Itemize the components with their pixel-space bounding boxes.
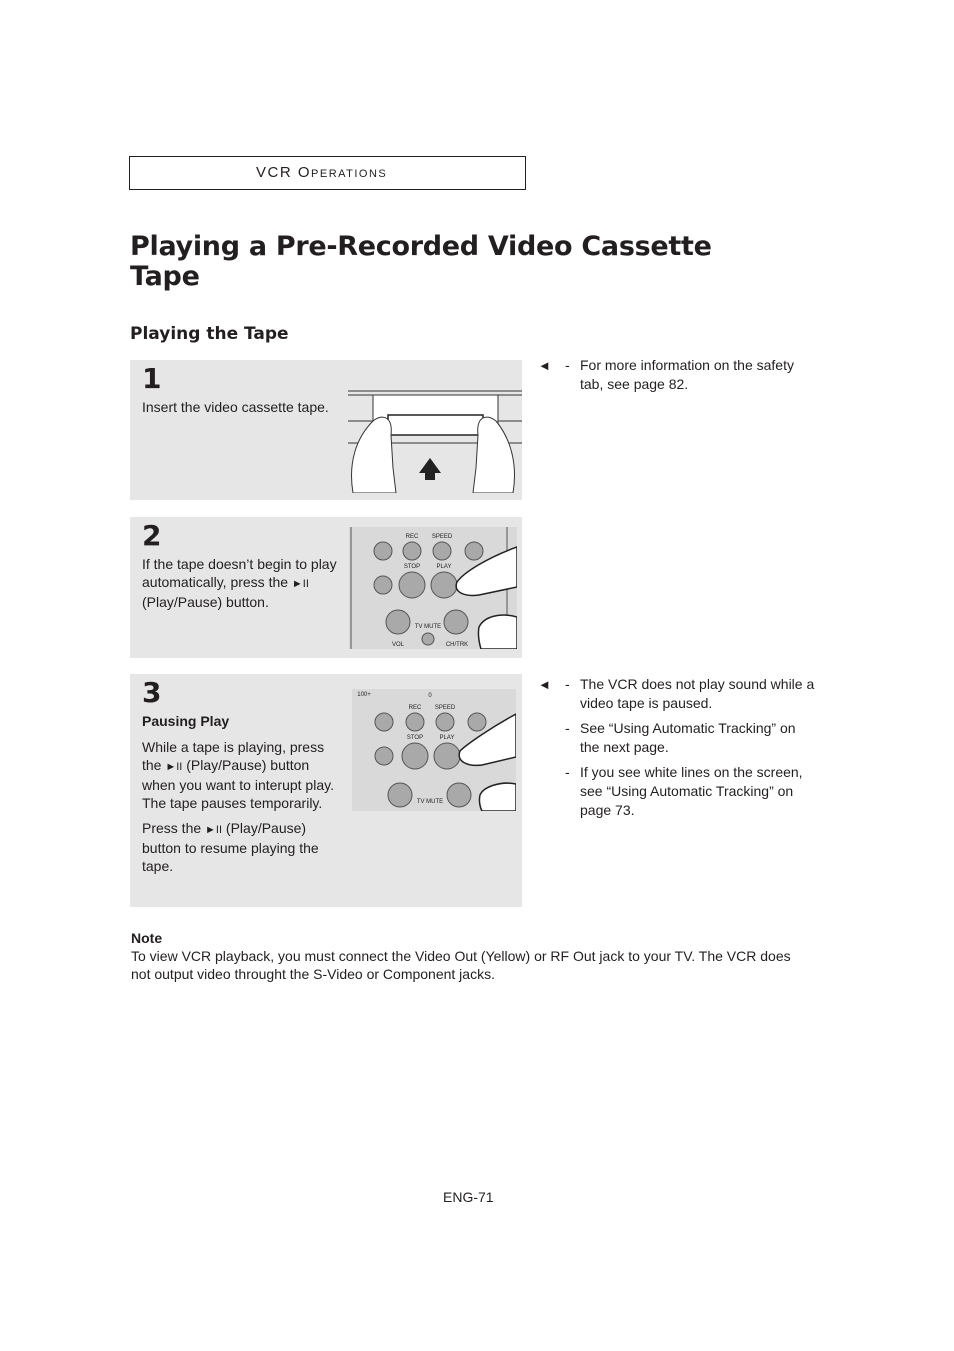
side-note-text: For more information on the safety tab, … [580, 357, 794, 392]
play-label: PLAY [437, 564, 452, 570]
ch-trk-label: CH/TRK [446, 642, 468, 648]
play-label: PLAY [440, 735, 455, 741]
remote-pause-illustration: 100+ 0 REC SPEED STOP PLAY TV MUTE [352, 689, 516, 811]
step-text: If the tape doesn’t begin to play automa… [142, 556, 337, 610]
side-note: - If you see white lines on the screen, … [538, 763, 818, 820]
bullet-dash: - [565, 357, 570, 373]
note-label: Note [131, 930, 163, 946]
side-note: ◄- For more information on the safety ta… [538, 356, 818, 394]
side-notes-1: ◄- For more information on the safety ta… [538, 356, 818, 400]
left-arrow-icon: ◄ [538, 677, 551, 692]
step-3: 3 Pausing Play While a tape is playing, … [130, 674, 522, 907]
play-pause-icon: ►II [291, 578, 309, 590]
step-paragraph: Press the ►II (Play/Pause) button to res… [142, 820, 319, 874]
step-1: 1 Insert the video cassette tape. [130, 360, 522, 500]
side-notes-3: ◄- The VCR does not play sound while a v… [538, 675, 818, 826]
section-subtitle: Playing the Tape [130, 324, 289, 344]
play-pause-icon: ►II [165, 761, 183, 773]
speed-label: SPEED [432, 534, 453, 540]
speed-label: SPEED [435, 705, 456, 711]
rec-label: REC [406, 534, 419, 540]
step-number: 1 [142, 362, 162, 395]
side-note-text: See “Using Automatic Tracking” on the ne… [580, 720, 796, 755]
step-paragraph: While a tape is playing, press the ►II (… [142, 739, 334, 811]
vol-label: VOL [392, 642, 405, 648]
stop-label: STOP [404, 564, 420, 570]
bullet-dash: - [565, 676, 570, 692]
rec-label: REC [409, 705, 422, 711]
side-note: ◄- The VCR does not play sound while a v… [538, 675, 818, 713]
play-pause-icon: ►II [205, 824, 223, 836]
note: Note To view VCR playback, you must conn… [131, 929, 811, 983]
step-number: 3 [142, 676, 162, 709]
insert-tape-illustration [348, 383, 522, 493]
page-number: ENG-71 [443, 1189, 494, 1205]
step-text: Insert the video cassette tape. [142, 399, 329, 415]
bullet-dash: - [565, 720, 570, 736]
tv-mute-label: TV MUTE [415, 624, 441, 630]
hundred-label: 100+ [357, 692, 371, 698]
tv-mute-label: TV MUTE [417, 799, 443, 805]
side-note-text: If you see white lines on the screen, se… [580, 764, 803, 818]
remote-play-illustration: REC SPEED STOP PLAY TV MUTE VOL CH/TRK [349, 527, 517, 649]
step-2: 2 If the tape doesn’t begin to play auto… [130, 517, 522, 658]
step-text: Pausing Play While a tape is playing, pr… [142, 712, 342, 882]
zero-label: 0 [428, 693, 432, 699]
bullet-dash: - [565, 764, 570, 780]
side-note: - See “Using Automatic Tracking” on the … [538, 719, 818, 757]
step-heading: Pausing Play [142, 713, 230, 729]
left-arrow-icon: ◄ [538, 358, 551, 373]
step-number: 2 [142, 519, 162, 552]
section-header: VCR OPERATIONS [129, 156, 526, 190]
section-label: VCR O [256, 164, 312, 181]
stop-label: STOP [407, 735, 423, 741]
page-title: Playing a Pre-Recorded Video Cassette Ta… [130, 231, 712, 292]
side-note-text: The VCR does not play sound while a vide… [580, 676, 815, 711]
section-label-rest: PERATIONS [311, 168, 388, 180]
note-text: To view VCR playback, you must connect t… [131, 948, 791, 982]
